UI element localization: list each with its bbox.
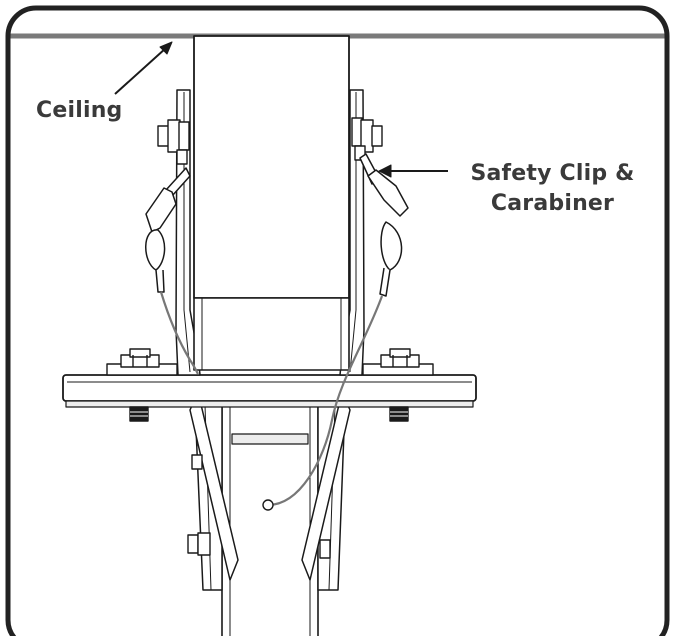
- lower-bolt-left: [187, 454, 211, 556]
- mounting-plate: [62, 374, 477, 408]
- carabiner-left: [145, 167, 191, 293]
- plate-bolt-left: [106, 348, 178, 422]
- safety-cable-right: [267, 295, 384, 507]
- cable-end-ferrule: [262, 499, 274, 511]
- frame-border: [5, 5, 670, 636]
- plate-bolt-right: [362, 348, 434, 422]
- upper-bolt-right: [351, 117, 383, 161]
- safety-clip-label-line2: Carabiner: [490, 191, 615, 216]
- upper-bolt-left: [157, 119, 190, 165]
- lower-bolt-right: [319, 539, 331, 559]
- lower-pole: [221, 404, 319, 636]
- arrow-up-right-icon: [114, 41, 173, 95]
- safety-cable-left: [159, 291, 199, 375]
- upper-pole: [193, 35, 350, 371]
- safety-clip-label-line1: Safety Clip &: [470, 161, 635, 186]
- carabiner-right: [359, 153, 409, 297]
- ceiling-label: Ceiling: [36, 98, 123, 123]
- safety-clip-label: Safety Clip & Carabiner: [440, 159, 665, 219]
- arrow-left-icon: [378, 164, 448, 178]
